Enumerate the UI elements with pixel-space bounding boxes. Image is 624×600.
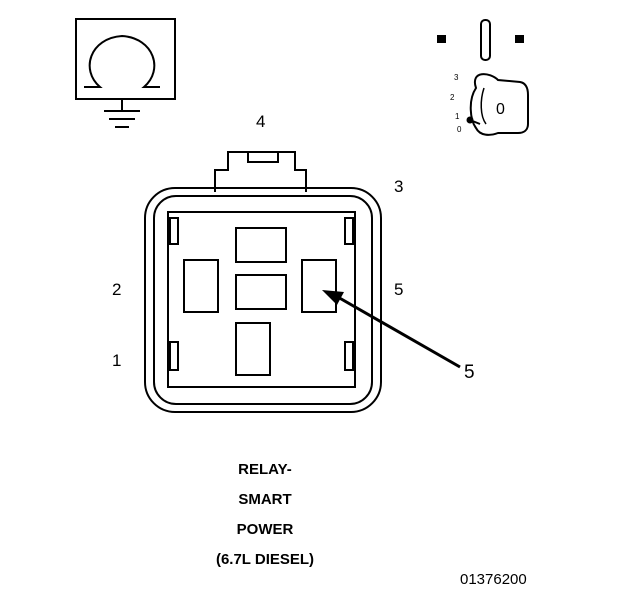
terminal-cavity-5 (301, 259, 337, 313)
ignition-position-label: 0 (457, 125, 462, 134)
callout-arrow (322, 290, 461, 369)
ignition-switch-icon: 3 2 1 0 0 (437, 19, 529, 136)
pin-5-label: 5 (394, 280, 404, 299)
ignition-key-label: 0 (496, 101, 505, 118)
ignition-position-label: 2 (450, 93, 455, 102)
terminal-cavity-4 (235, 227, 287, 263)
terminal-cavity-2 (183, 259, 219, 313)
pin-1-label: 1 (112, 351, 122, 370)
terminal-cavity-1 (235, 322, 271, 376)
caption-line-3: POWER (236, 521, 294, 538)
ignition-position-label: 3 (454, 73, 459, 82)
caption-line-1: RELAY- (238, 461, 292, 478)
ground-resistance-symbol-icon (75, 18, 176, 128)
callout-label: 5 (464, 362, 475, 383)
pin-2-label: 2 (112, 280, 122, 299)
relay-connector (144, 151, 382, 413)
figure-number: 01376200 (460, 571, 527, 588)
caption-line-4: (6.7L DIESEL) (215, 551, 315, 568)
ignition-position-label: 1 (455, 112, 460, 121)
pin-3-label: 3 (394, 177, 404, 196)
terminal-cavity-3 (235, 274, 287, 310)
pin-4-label: 4 (256, 112, 266, 131)
caption-line-2: SMART (238, 491, 292, 508)
